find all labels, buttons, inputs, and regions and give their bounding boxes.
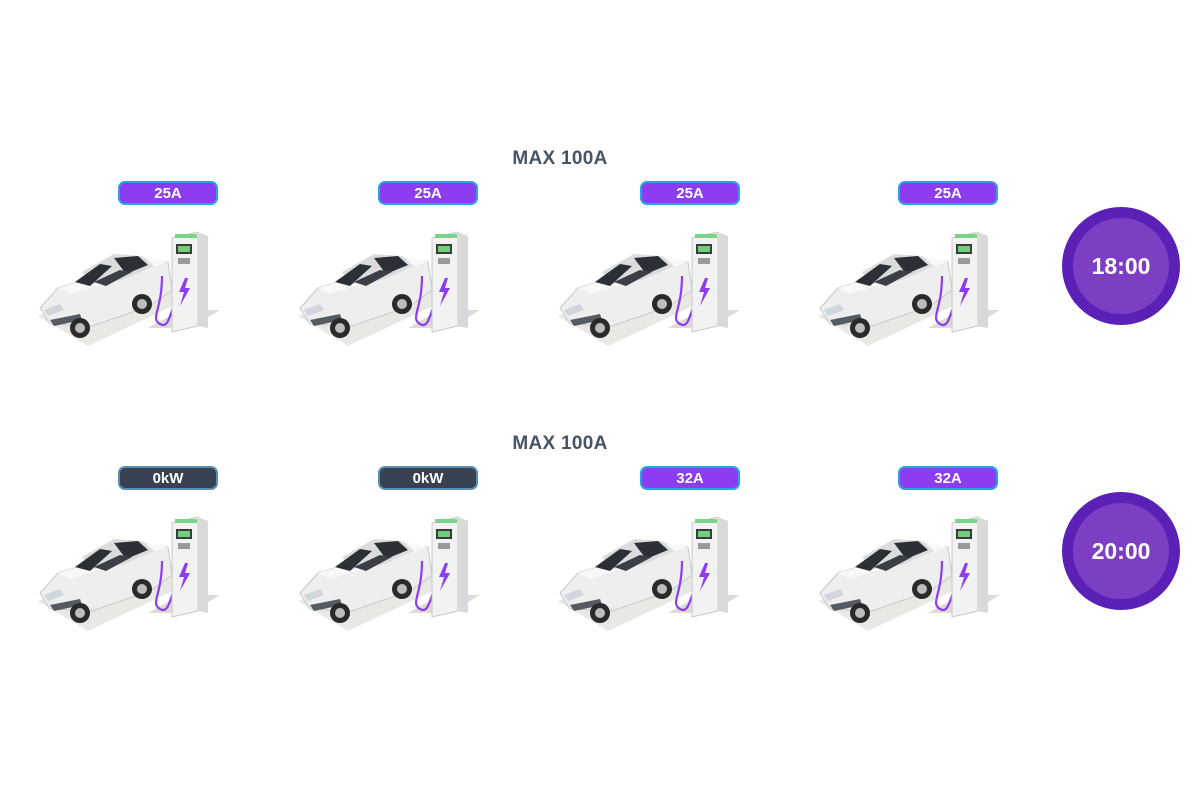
charger-slot-2: 25A: [270, 148, 500, 378]
charger-slot-2: 0kW: [270, 433, 500, 663]
charge-rate-badge: 25A: [378, 181, 478, 205]
charging-group-2: MAX 100A 0kW 0kW 32A 32A 20:00: [0, 433, 1200, 718]
car-charging-icon: [36, 515, 222, 633]
charging-group-1: MAX 100A 25A 25A 25A 25A 18:00: [0, 148, 1200, 433]
charge-rate-badge: 25A: [118, 181, 218, 205]
clock-face: 18:00: [1073, 218, 1169, 314]
charger-slot-1: 0kW: [10, 433, 240, 663]
car-charging-icon: [296, 230, 482, 348]
time-indicator: 20:00: [1062, 492, 1180, 610]
car-charging-icon: [816, 230, 1002, 348]
charger-slot-4: 25A: [790, 148, 1020, 378]
max-capacity-label: MAX 100A: [512, 148, 608, 169]
charge-rate-badge: 25A: [898, 181, 998, 205]
charge-rate-badge: 0kW: [378, 466, 478, 490]
charge-rate-badge: 25A: [640, 181, 740, 205]
time-label: 20:00: [1091, 537, 1151, 564]
charge-rate-badge: 32A: [640, 466, 740, 490]
time-label: 18:00: [1091, 252, 1151, 279]
car-charging-icon: [556, 230, 742, 348]
charge-rate-badge: 32A: [898, 466, 998, 490]
car-charging-icon: [556, 515, 742, 633]
time-indicator: 18:00: [1062, 207, 1180, 325]
charge-rate-badge: 0kW: [118, 466, 218, 490]
clock-face: 20:00: [1073, 503, 1169, 599]
car-charging-icon: [36, 230, 222, 348]
charger-slot-3: 25A: [530, 148, 760, 378]
car-charging-icon: [816, 515, 1002, 633]
charger-slot-4: 32A: [790, 433, 1020, 663]
charger-slot-3: 32A: [530, 433, 760, 663]
charger-slot-1: 25A: [10, 148, 240, 378]
max-capacity-label: MAX 100A: [512, 433, 608, 454]
car-charging-icon: [296, 515, 482, 633]
